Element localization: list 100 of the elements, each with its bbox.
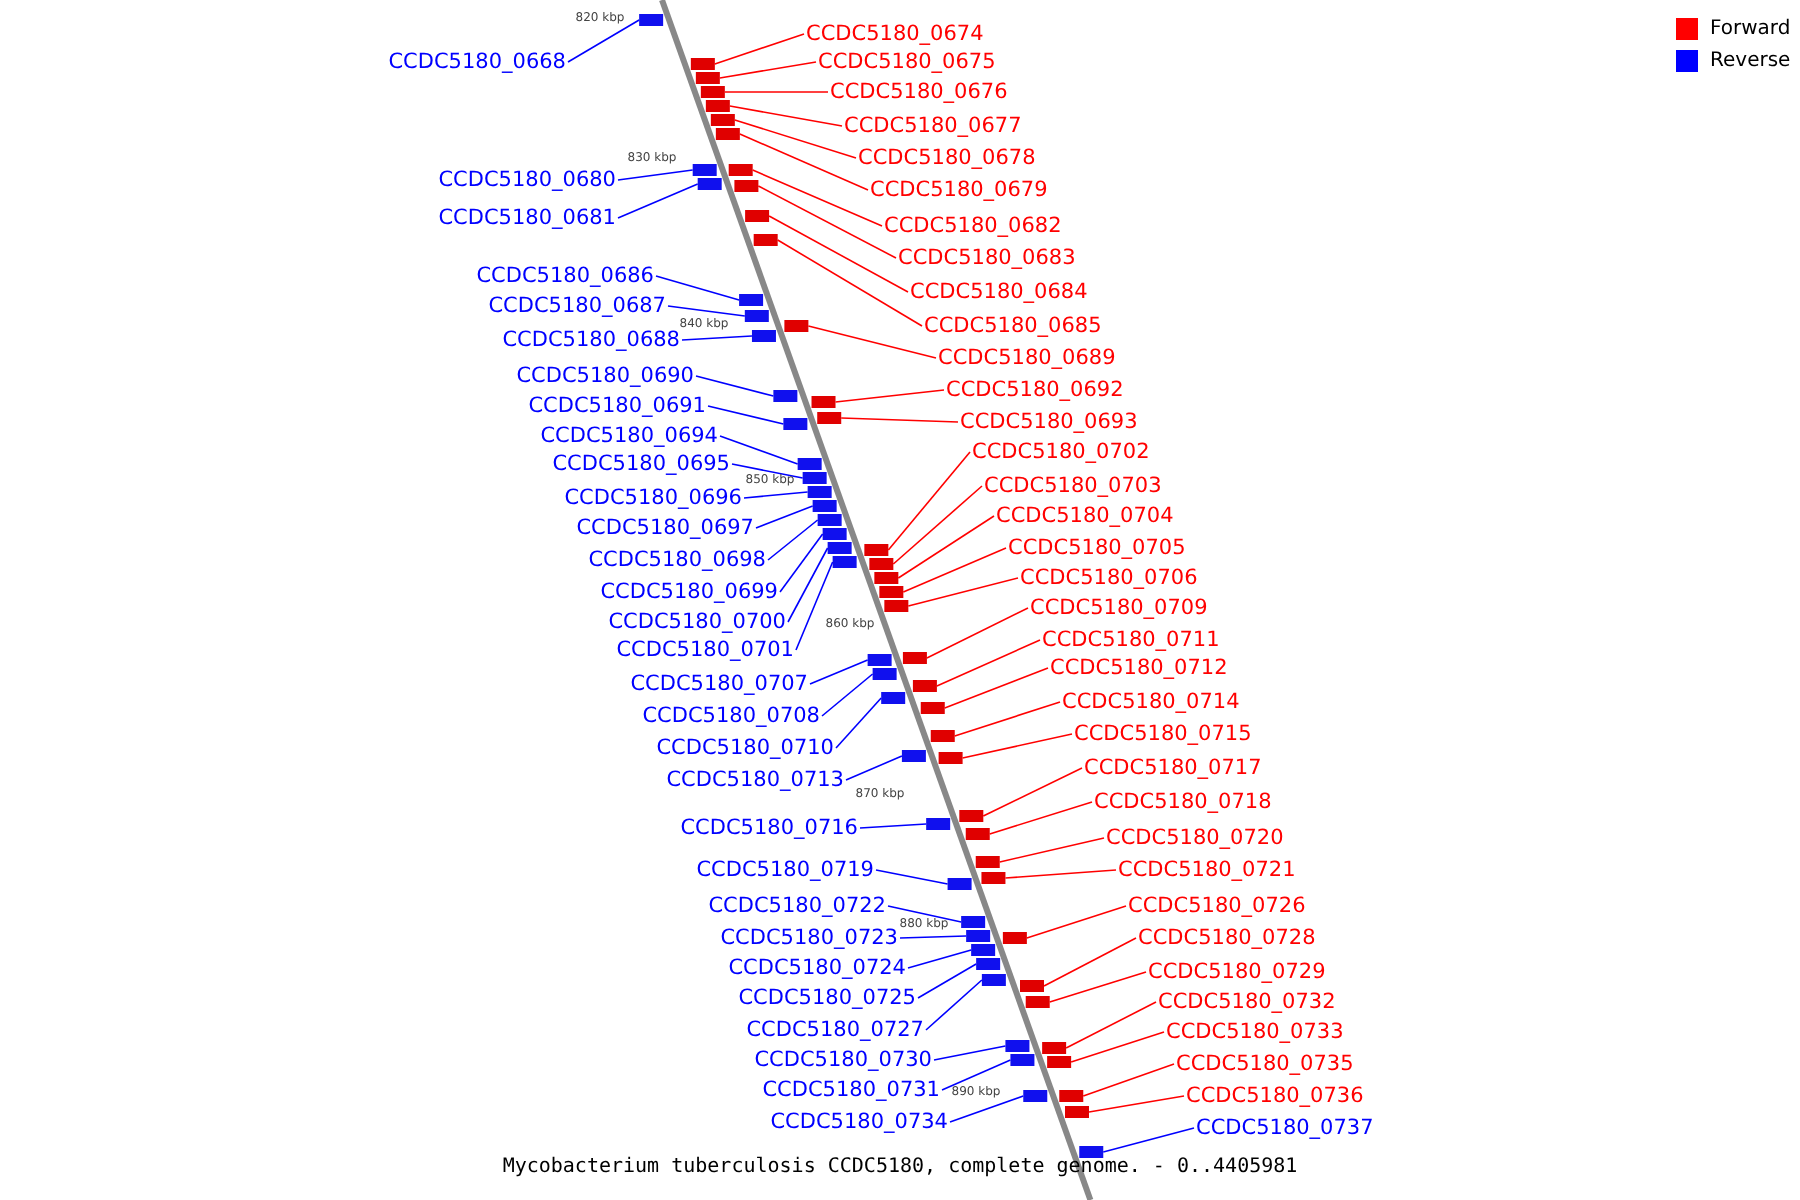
leader-line: [1070, 1031, 1165, 1063]
leader-line: [714, 33, 805, 65]
gene-label: CCDC5180_0679: [870, 178, 1048, 202]
leader-line: [617, 183, 699, 219]
leader-line: [681, 335, 753, 341]
gene-block: [1025, 996, 1050, 1008]
gene-block: [959, 810, 984, 822]
gene-block: [807, 486, 832, 498]
gene-label: CCDC5180_0716: [680, 816, 858, 840]
leader-line: [936, 639, 1041, 687]
leader-line: [734, 119, 857, 159]
gene-block: [1059, 1090, 1084, 1102]
leader-line: [875, 869, 949, 885]
gene-label: CCDC5180_0734: [770, 1110, 948, 1134]
leader-line: [695, 375, 775, 397]
gene-block: [692, 164, 717, 176]
leader-line: [925, 979, 983, 1031]
gene-block: [1002, 932, 1027, 944]
leader-line: [1082, 1063, 1175, 1097]
gene-block: [773, 390, 798, 402]
gene-label: CCDC5180_0688: [502, 328, 680, 352]
gene-block: [1005, 1040, 1030, 1052]
gene-label: CCDC5180_0733: [1166, 1020, 1344, 1044]
gene-label: CCDC5180_0676: [830, 80, 1008, 104]
gene-block: [753, 234, 778, 246]
gene-label: CCDC5180_0731: [762, 1078, 940, 1102]
leader-line: [567, 19, 640, 63]
gene-label: CCDC5180_0717: [1084, 756, 1262, 780]
leader-line: [982, 767, 1083, 817]
gene-label: CCDC5180_0687: [488, 294, 666, 318]
gene-label: CCDC5180_0686: [476, 264, 654, 288]
gene-block: [700, 86, 725, 98]
gene-block: [971, 944, 996, 956]
gene-block: [884, 600, 909, 612]
gene-label: CCDC5180_0705: [1008, 536, 1186, 560]
leader-line: [787, 547, 829, 623]
leader-line: [724, 91, 829, 93]
gene-label: CCDC5180_0693: [960, 410, 1138, 434]
gene-label: CCDC5180_0699: [600, 580, 778, 604]
gene-label: CCDC5180_0703: [984, 474, 1162, 498]
gene-label: CCDC5180_0675: [818, 50, 996, 74]
gene-label: CCDC5180_0668: [388, 50, 566, 74]
gene-label: CCDC5180_0707: [630, 672, 808, 696]
gene-label: CCDC5180_0691: [528, 394, 706, 418]
gene-label: CCDC5180_0737: [1196, 1116, 1374, 1140]
leader-line: [943, 667, 1049, 709]
gene-block: [930, 730, 955, 742]
gene-block: [751, 330, 776, 342]
leader-line: [809, 659, 869, 685]
gene-label: CCDC5180_0702: [972, 440, 1150, 464]
leader-line: [776, 239, 923, 327]
gene-block: [867, 654, 892, 666]
gene-label: CCDC5180_0736: [1186, 1084, 1364, 1108]
gene-label: CCDC5180_0680: [438, 168, 616, 192]
gene-label: CCDC5180_0678: [858, 146, 1036, 170]
leader-line: [751, 169, 883, 227]
gene-block: [947, 878, 972, 890]
leader-line: [988, 801, 1093, 835]
leader-line: [719, 435, 799, 465]
leader-line: [729, 105, 843, 127]
gene-block: [710, 114, 735, 126]
gene-block: [827, 542, 852, 554]
gene-label: CCDC5180_0720: [1106, 826, 1284, 850]
leader-line: [887, 905, 962, 923]
leader-line: [835, 697, 882, 749]
gene-block: [1065, 1106, 1089, 1118]
gene-block: [1079, 1146, 1104, 1158]
leader-line: [834, 389, 945, 403]
gene-block: [811, 396, 836, 408]
gene-block: [744, 310, 769, 322]
legend-label: Forward: [1710, 18, 1791, 40]
gene-label: CCDC5180_0684: [910, 280, 1088, 304]
gene-label: CCDC5180_0732: [1158, 990, 1336, 1014]
gene-block: [817, 514, 842, 526]
gene-block: [902, 652, 927, 664]
gene-block: [734, 180, 759, 192]
leader-line: [1088, 1095, 1185, 1113]
leader-line: [953, 701, 1061, 737]
gene-block: [783, 418, 808, 430]
leader-line: [1004, 869, 1117, 879]
gene-label: CCDC5180_0710: [656, 736, 834, 760]
leader-line: [961, 733, 1073, 759]
gene-block: [901, 750, 926, 762]
gene-block: [832, 556, 857, 568]
gene-block: [1042, 1042, 1067, 1054]
leader-line: [1043, 937, 1137, 987]
gene-block: [822, 528, 847, 540]
gene-label: CCDC5180_0722: [708, 894, 886, 918]
gene-block: [715, 128, 740, 140]
gene-label: CCDC5180_0728: [1138, 926, 1316, 950]
gene-label: CCDC5180_0709: [1030, 596, 1208, 620]
gene-label: CCDC5180_0735: [1176, 1052, 1354, 1076]
gene-label: CCDC5180_0701: [616, 638, 794, 662]
leader-line: [821, 673, 874, 717]
leader-line: [757, 185, 897, 259]
leader-line: [1026, 905, 1127, 939]
gene-label: CCDC5180_0706: [1020, 566, 1198, 590]
gene-block: [975, 856, 1000, 868]
leader-line: [739, 133, 869, 191]
gene-block: [1023, 1090, 1048, 1102]
